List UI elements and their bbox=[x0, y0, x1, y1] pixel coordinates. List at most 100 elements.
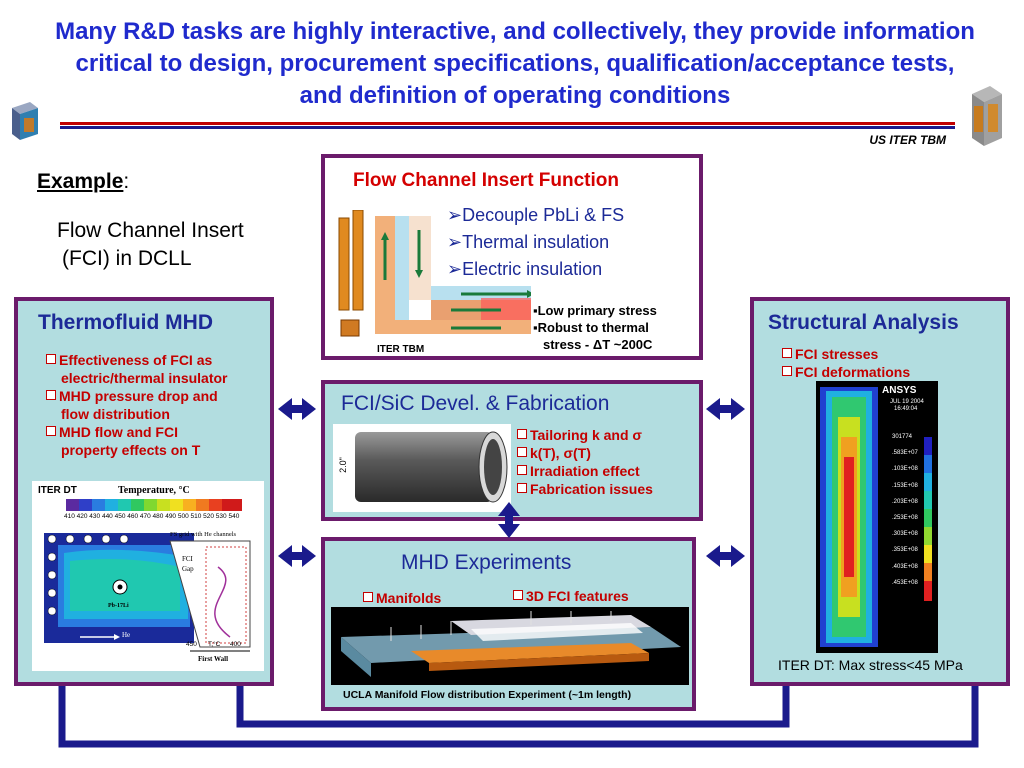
ansys-legend-value: .453E+08 bbox=[892, 579, 918, 586]
figure-label: ITER DT bbox=[38, 485, 77, 496]
arrow-head-right-top-l bbox=[706, 398, 720, 420]
structural-item: FCI deformations bbox=[782, 363, 910, 381]
slide-title: Many R&D tasks are highly interactive, a… bbox=[55, 18, 975, 109]
example-line-2: (FCI) in DCLL bbox=[62, 247, 192, 270]
mhd-experiments-panel: MHD Experiments Manifolds 3D FCI feature… bbox=[321, 537, 696, 711]
ansys-legend-value: .303E+08 bbox=[892, 531, 918, 538]
ansys-legend-value: .153E+08 bbox=[892, 482, 918, 489]
structural-title: Structural Analysis bbox=[768, 311, 959, 334]
fci-note: ▪Low primary stress bbox=[533, 303, 657, 318]
example-heading: Example bbox=[37, 170, 124, 193]
example-line-1: Flow Channel Insert bbox=[57, 219, 244, 242]
fci-function-caption: ITER TBM bbox=[377, 344, 425, 355]
temperature-scale-labels: 410 420 430 440 450 460 470 480 490 500 … bbox=[64, 513, 240, 520]
he-label: He bbox=[122, 631, 131, 639]
structural-item: FCI stresses bbox=[782, 345, 910, 363]
thermofluid-item: MHD pressure drop and bbox=[46, 387, 228, 405]
fabrication-list: Tailoring k and σ k(T), σ(T) Irradiation… bbox=[517, 426, 653, 498]
thermofluid-item-cont: flow distribution bbox=[61, 406, 170, 422]
ansys-legend-value: .103E+08 bbox=[892, 466, 918, 473]
ansys-stress-plot: ANSYS JUL 19 2004 16:49:04 301774 .583E+… bbox=[816, 381, 938, 653]
thermofluid-item-cont: property effects on T bbox=[61, 442, 201, 458]
fabrication-item: k(T), σ(T) bbox=[517, 444, 653, 462]
figure-legend-title: Temperature, °C bbox=[118, 485, 190, 496]
sic-tube-photo: 2.0" bbox=[333, 424, 511, 512]
ansys-legend-value: .583E+07 bbox=[892, 450, 918, 457]
thermofluid-panel: Thermofluid MHD Effectiveness of FCI as … bbox=[14, 297, 274, 686]
mhd-item-manifolds: Manifolds bbox=[363, 589, 441, 607]
fci-label: FCI bbox=[182, 555, 193, 563]
arrow-head-vertical-up bbox=[498, 502, 520, 516]
inner-loop-line bbox=[236, 686, 790, 728]
example-colon: : bbox=[123, 170, 130, 193]
fci-function-title: Flow Channel Insert Function bbox=[353, 170, 619, 191]
fci-notes: ▪Low primary stress ▪Robust to thermal s… bbox=[533, 302, 657, 353]
ansys-date: JUL 19 2004 bbox=[890, 399, 924, 405]
first-wall-label: First Wall bbox=[198, 655, 229, 663]
arrow-head-left-bottom-l bbox=[278, 545, 292, 567]
blanket-module-right-icon bbox=[972, 86, 1002, 146]
title-rule-blue bbox=[60, 126, 955, 129]
example-text: Flow Channel Insert (FCI) in DCLL bbox=[57, 217, 244, 273]
ansys-legend-value: .253E+08 bbox=[892, 515, 918, 522]
mhd-title: MHD Experiments bbox=[401, 551, 572, 574]
temperature-contour bbox=[44, 533, 251, 652]
fabrication-item: Irradiation effect bbox=[517, 462, 653, 480]
thermofluid-item: MHD flow and FCI bbox=[46, 423, 228, 441]
sic-tube-image bbox=[355, 431, 508, 503]
fci-note: ▪Robust to thermal bbox=[533, 320, 649, 335]
fci-function-list: ➢Decouple PbLi & FS ➢Thermal insulation … bbox=[447, 202, 624, 283]
pbli-label: Pb-17Li bbox=[108, 603, 129, 609]
ansys-color-legend bbox=[924, 437, 932, 601]
arrow-head-right-bottom-r bbox=[731, 545, 745, 567]
arrow-head-vertical-down bbox=[498, 524, 520, 538]
temperature-color-scale bbox=[66, 499, 242, 511]
fci-function-item: ➢Decouple PbLi & FS bbox=[447, 205, 625, 225]
thermofluid-item: Effectiveness of FCI as bbox=[46, 351, 228, 369]
arrow-shaft-right-top bbox=[716, 405, 736, 413]
gap-label: Gap bbox=[182, 565, 194, 573]
fci-function-item: ➢Thermal insulation bbox=[447, 232, 610, 252]
thermofluid-title: Thermofluid MHD bbox=[38, 311, 213, 334]
axis-unit-label: T,°C bbox=[208, 641, 221, 648]
title-rule-red bbox=[60, 122, 955, 125]
fci-function-panel: Flow Channel Insert Function ➢Decouple P… bbox=[321, 154, 703, 360]
structural-caption: ITER DT: Max stress<45 MPa bbox=[778, 657, 963, 673]
arrow-head-left-bottom-r bbox=[302, 545, 316, 567]
structural-list: FCI stresses FCI deformations bbox=[782, 345, 910, 381]
ansys-legend-value: .353E+08 bbox=[892, 547, 918, 554]
fci-note: stress - ΔT ~200C bbox=[543, 337, 653, 352]
ansys-logo: ANSYS bbox=[882, 385, 917, 396]
axis-min-label: 450 bbox=[186, 641, 197, 648]
temperature-figure: ITER DT Temperature, °C 410 420 430 440 … bbox=[32, 481, 264, 671]
arrow-shaft-left-top bbox=[287, 405, 307, 413]
arrow-shaft-right-bottom bbox=[716, 552, 736, 560]
fabrication-item: Fabrication issues bbox=[517, 480, 653, 498]
ansys-legend-value: .203E+08 bbox=[892, 498, 918, 505]
arrow-head-left-top-r bbox=[302, 398, 316, 420]
fabrication-item: Tailoring k and σ bbox=[517, 426, 653, 444]
fabrication-title: FCI/SiC Devel. & Fabrication bbox=[341, 392, 610, 415]
axis-max-label: 400 bbox=[230, 641, 241, 648]
ansys-legend-value: 301774 bbox=[892, 434, 913, 440]
arrow-head-right-top-r bbox=[731, 398, 745, 420]
structural-panel: Structural Analysis FCI stresses FCI def… bbox=[750, 297, 1010, 686]
arrow-head-right-bottom-l bbox=[706, 545, 720, 567]
example-heading-wrap: Example: bbox=[37, 170, 129, 194]
ansys-legend: 301774 .583E+07 .103E+08 .153E+08 .203E+… bbox=[892, 429, 918, 591]
arrow-shaft-left-bottom bbox=[287, 552, 307, 560]
stress-contour bbox=[820, 387, 878, 647]
fci-function-item: ➢Electric insulation bbox=[447, 259, 603, 279]
fabrication-panel: FCI/SiC Devel. & Fabrication 2.0" Tailor… bbox=[321, 380, 703, 521]
manifold-experiment-image bbox=[331, 607, 689, 685]
fs-grid-label: FS grid with He channels bbox=[170, 531, 237, 538]
ansys-legend-value: .403E+08 bbox=[892, 563, 918, 570]
subtitle: US ITER TBM bbox=[869, 133, 946, 147]
mhd-caption: UCLA Manifold Flow distribution Experime… bbox=[343, 689, 632, 701]
ansys-time: 16:49:04 bbox=[894, 406, 918, 412]
arrow-head-left-top-l bbox=[278, 398, 292, 420]
fci-schematic bbox=[338, 210, 531, 337]
thermofluid-item-cont: electric/thermal insulator bbox=[61, 370, 228, 386]
blanket-module-left-icon bbox=[12, 102, 38, 140]
